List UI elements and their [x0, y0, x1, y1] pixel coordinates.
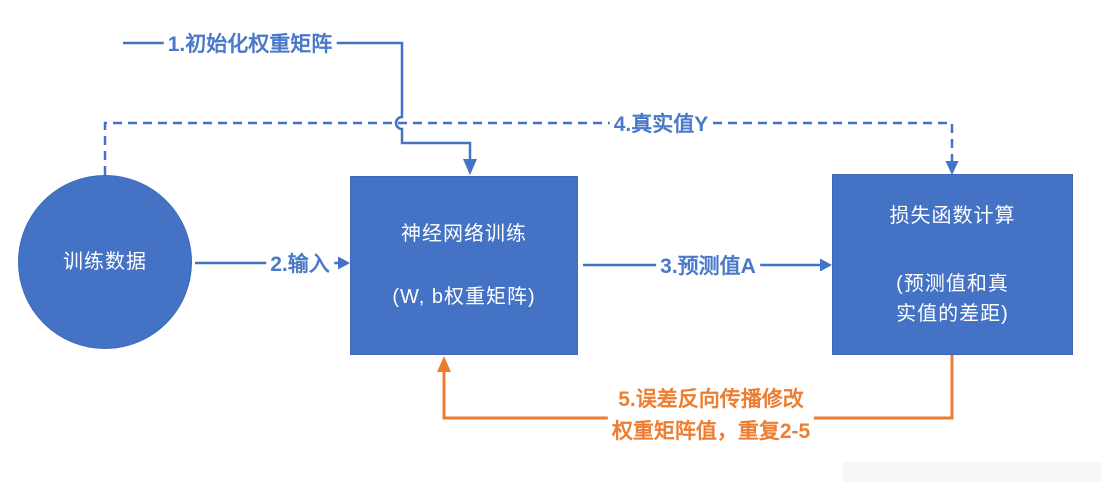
edge-label-step4: 4.真实值Y [609, 108, 713, 138]
edge-label-step2: 2.输入 [266, 248, 334, 278]
node-loss-calc-subtitle: (预测值和真 实值的差距) [896, 269, 1009, 329]
step3-arrowhead-icon [820, 258, 832, 272]
node-training-data: 训练数据 [18, 175, 192, 349]
node-nn-training-title: 神经网络训练 [401, 223, 527, 245]
edge-label-step5-line1: 5.误差反向传播修改 [618, 388, 804, 411]
edge-label-step5-line2: 权重矩阵值，重复2-5 [611, 420, 811, 443]
node-nn-training: 神经网络训练 (W, b权重矩阵) [350, 176, 578, 355]
step5-arrowhead-icon [437, 356, 451, 372]
edge-label-step1: 1.初始化权重矩阵 [163, 28, 337, 58]
node-loss-calc-title: 损失函数计算 [889, 204, 1016, 227]
node-loss-calc-subtitle-line2: 实值的差距) [896, 302, 1009, 325]
node-loss-calc-subtitle-line1: (预测值和真 [896, 272, 1009, 295]
node-training-data-label: 训练数据 [63, 251, 147, 273]
step4-arrowhead-icon [945, 161, 959, 175]
watermark-strip [843, 462, 1102, 482]
edge-label-step5: 5.误差反向传播修改 权重矩阵值，重复2-5 [607, 384, 815, 448]
step1-arrowhead-icon [463, 159, 477, 175]
edge-label-step3: 3.预测值A [656, 250, 760, 280]
step2-arrowhead-icon [338, 256, 350, 270]
step4-connector [103, 121, 954, 175]
node-loss-calc: 损失函数计算 (预测值和真 实值的差距) [832, 174, 1073, 355]
step1-connector [123, 41, 472, 160]
node-nn-training-subtitle: (W, b权重矩阵) [392, 286, 536, 308]
